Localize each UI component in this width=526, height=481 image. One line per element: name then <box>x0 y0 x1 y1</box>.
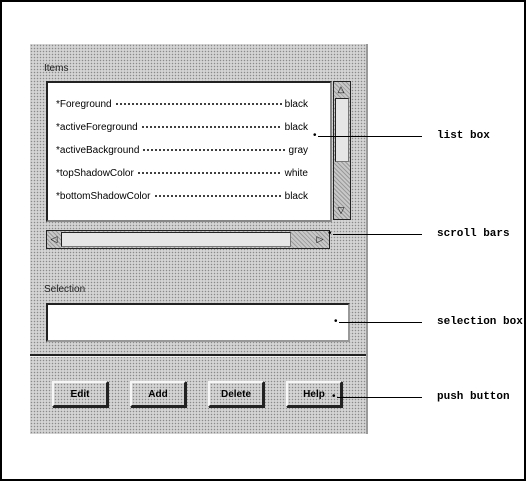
dot-leader <box>142 147 286 153</box>
scroll-left-arrow-icon[interactable]: ◁ <box>50 234 58 244</box>
callout-marker: • <box>313 130 317 141</box>
list-item[interactable]: *topShadowColor white <box>56 166 308 180</box>
items-label: Items <box>44 63 69 74</box>
callout-list-box: list box <box>437 130 490 142</box>
list-box[interactable]: *Foreground black *activeForeground blac… <box>46 81 332 222</box>
list-item-value: gray <box>288 144 308 156</box>
list-item[interactable]: *activeBackground gray <box>56 143 308 157</box>
list-item[interactable]: *bottomShadowColor black <box>56 189 308 203</box>
list-item-name: *Foreground <box>56 98 112 110</box>
list-item-value: white <box>284 167 308 179</box>
vertical-scroll-thumb[interactable] <box>335 98 349 162</box>
list-item-name: *activeForeground <box>56 121 138 133</box>
dot-leader <box>114 101 282 107</box>
callout-scroll-bars: scroll bars <box>437 228 510 240</box>
edit-button[interactable]: Edit <box>52 381 108 407</box>
separator <box>30 354 366 357</box>
list-item-name: *topShadowColor <box>56 167 134 179</box>
callout-marker: • <box>332 391 336 402</box>
callout-marker: • <box>334 316 338 327</box>
callout-line-scroll-bars <box>333 234 422 235</box>
callout-line-selection-box <box>339 322 422 323</box>
list-item-value: black <box>284 121 308 133</box>
vertical-scrollbar[interactable]: △ ▽ <box>333 81 351 220</box>
dot-leader <box>153 193 282 199</box>
delete-button[interactable]: Delete <box>208 381 264 407</box>
list-item[interactable]: *Foreground black <box>56 97 308 111</box>
callout-marker: • <box>328 228 332 239</box>
list-item[interactable]: *activeForeground black <box>56 120 308 134</box>
list-item-value: black <box>284 190 308 202</box>
callout-push-button: push button <box>437 391 510 403</box>
callout-line-push-button <box>337 397 422 398</box>
selection-label: Selection <box>44 284 86 295</box>
list-item-name: *bottomShadowColor <box>56 190 151 202</box>
list-item-value: black <box>284 98 308 110</box>
horizontal-scroll-thumb[interactable] <box>61 232 291 247</box>
scroll-up-arrow-icon[interactable]: △ <box>337 84 345 94</box>
help-button[interactable]: Help <box>286 381 342 407</box>
horizontal-scrollbar[interactable]: ◁ ▷ <box>46 230 330 249</box>
scroll-right-arrow-icon[interactable]: ▷ <box>316 234 324 244</box>
selection-dialog: Items *Foreground black *activeForegroun… <box>30 44 368 434</box>
callout-line-list-box <box>318 136 422 137</box>
selection-input[interactable] <box>46 303 350 342</box>
scroll-down-arrow-icon[interactable]: ▽ <box>337 205 345 215</box>
add-button[interactable]: Add <box>130 381 186 407</box>
list-item-name: *activeBackground <box>56 144 140 156</box>
dot-leader <box>136 170 282 176</box>
dot-leader <box>140 124 282 130</box>
callout-selection-box: selection box <box>437 316 523 328</box>
